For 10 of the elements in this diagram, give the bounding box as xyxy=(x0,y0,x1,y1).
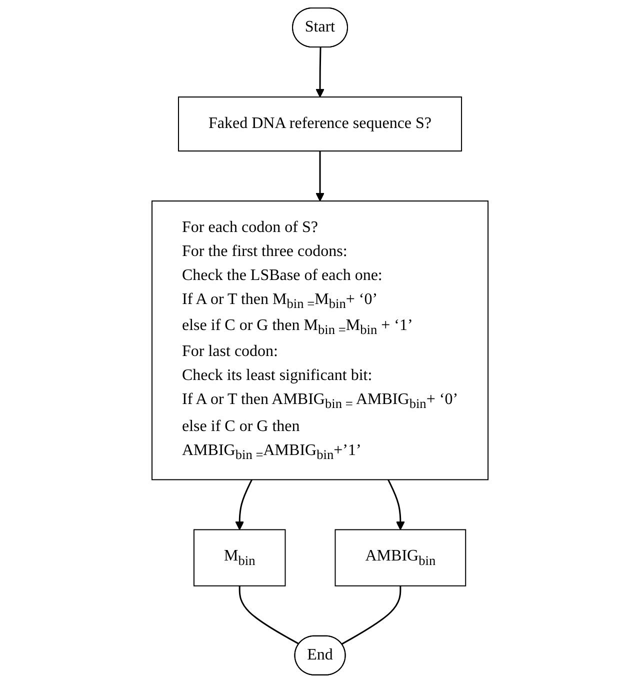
connector xyxy=(342,586,402,645)
node-box: M$_{bin}$ xyxy=(194,529,286,586)
arrow xyxy=(236,479,253,530)
node-box: AMBIG$_{bin}$ xyxy=(335,529,467,586)
node-box: Faked DNA reference sequence S? xyxy=(178,96,462,152)
arrow xyxy=(316,151,325,202)
arrow xyxy=(388,479,406,530)
connector xyxy=(239,586,300,645)
node-box: For each codon of S? For the first three codons: Check the LSBase of each one: If A or T then M$_{bin =}$M$_{bin}$+ ‘0’ else if C or G then M$_{bin =}$M$_{bin}$ + ‘1’ For last codon: Check its least significant bit: If A or T then AMBIG$_{bin =}$ AMBIG$_{bin}$+ ‘0’ else if C or G then AMBIG$_{bin =}$AMBIG$_{bin}$+’1’ xyxy=(152,200,490,480)
arrow xyxy=(316,48,325,98)
